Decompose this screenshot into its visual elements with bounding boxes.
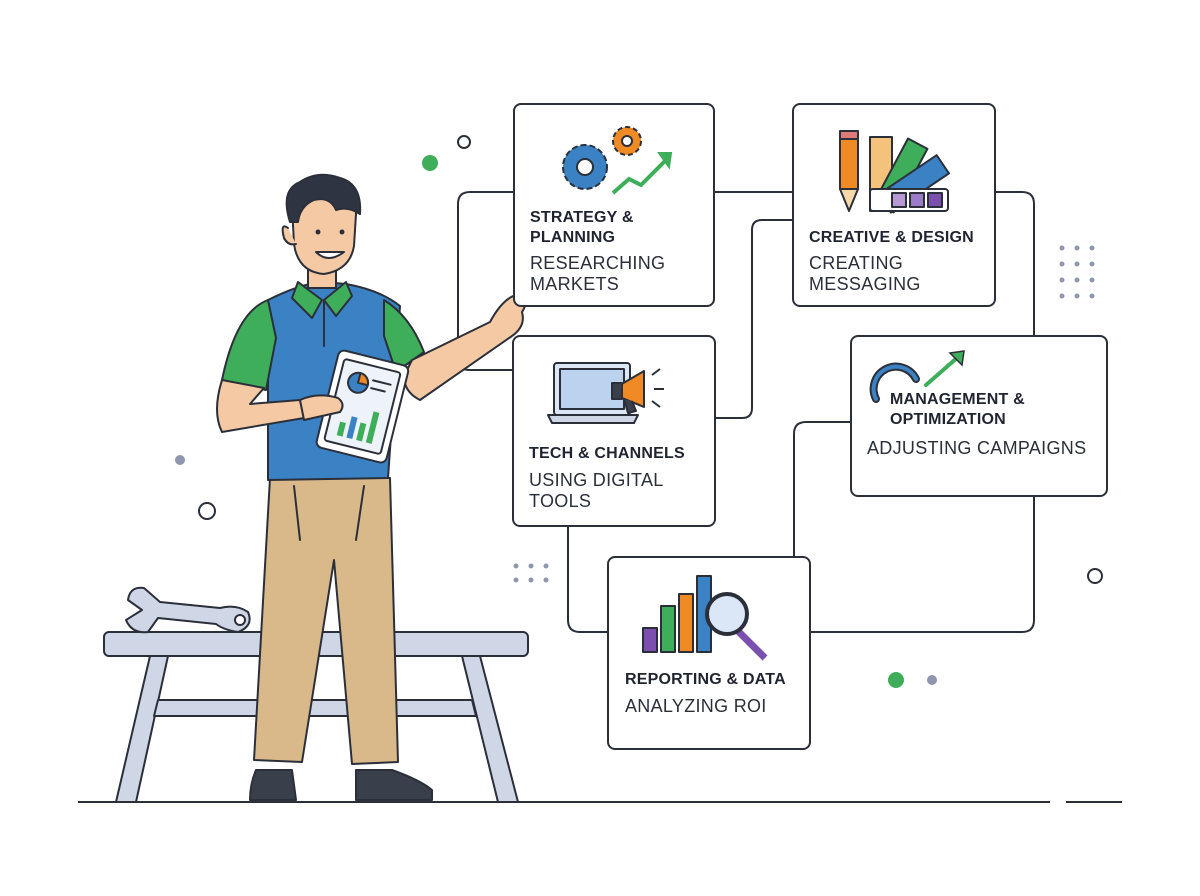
card-management-optimization[interactable]: MANAGEMENT & OPTIMIZATION ADJUSTING CAMP… bbox=[850, 335, 1108, 497]
card-subtitle: CREATING MESSAGING bbox=[809, 253, 921, 294]
card-tech-channels[interactable]: TECH & CHANNELS USING DIGITAL TOOLS bbox=[512, 335, 716, 527]
ring-decoration bbox=[457, 135, 471, 149]
card-subtitle: ADJUSTING CAMPAIGNS bbox=[867, 438, 1087, 458]
grey-dot bbox=[927, 675, 937, 685]
ring-decoration bbox=[1087, 568, 1103, 584]
left-sleeve bbox=[221, 299, 277, 391]
ring-decoration bbox=[198, 502, 216, 520]
decorations bbox=[175, 135, 1103, 688]
card-title: CREATIVE & DESIGN bbox=[809, 229, 974, 246]
bar-chart-magnifier-icon bbox=[642, 575, 768, 661]
person-illustration bbox=[216, 173, 527, 801]
left-shoe bbox=[249, 769, 297, 801]
right-shoe bbox=[355, 769, 433, 801]
pants bbox=[253, 477, 399, 765]
collar-left bbox=[291, 281, 323, 319]
collar-right bbox=[323, 281, 353, 317]
green-dot bbox=[422, 155, 438, 171]
card-title: TECH & CHANNELS bbox=[529, 445, 685, 462]
card-subtitle: USING DIGITAL TOOLS bbox=[529, 470, 664, 511]
card-creative-design[interactable]: CREATIVE & DESIGN CREATING MESSAGING bbox=[792, 103, 996, 307]
left-arm bbox=[216, 379, 305, 433]
wrench-icon bbox=[125, 586, 251, 634]
grey-dot bbox=[175, 455, 185, 465]
card-strategy-planning[interactable]: STRATEGY & PLANNING RESEARCHING MARKETS bbox=[513, 103, 715, 307]
dot-grid bbox=[1059, 245, 1095, 299]
hair bbox=[285, 173, 362, 223]
laptop-megaphone-icon bbox=[547, 362, 664, 424]
gears-growth-icon bbox=[562, 126, 673, 195]
card-title: MANAGEMENT & OPTIMIZATION bbox=[890, 391, 1025, 428]
green-dot bbox=[888, 672, 904, 688]
card-title: REPORTING & DATA bbox=[625, 671, 786, 688]
pencil-swatch-icon bbox=[839, 130, 950, 214]
card-subtitle: ANALYZING ROI bbox=[625, 696, 767, 716]
dot-grid bbox=[513, 563, 549, 583]
card-title: STRATEGY & PLANNING bbox=[530, 209, 634, 246]
card-reporting-data[interactable]: REPORTING & DATA ANALYZING ROI bbox=[607, 556, 811, 750]
right-arm bbox=[403, 293, 527, 401]
connector-lines bbox=[457, 191, 1035, 633]
cycle-arrow-icon bbox=[869, 350, 965, 403]
card-subtitle: RESEARCHING MARKETS bbox=[530, 253, 666, 294]
